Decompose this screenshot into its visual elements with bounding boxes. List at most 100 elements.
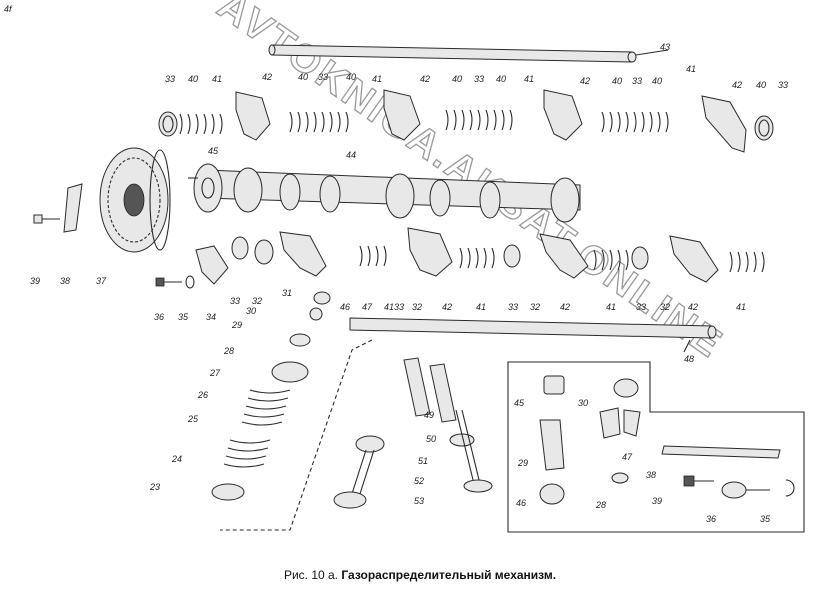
callout-valve_group-0: 49 xyxy=(424,410,434,420)
callout-middle_row-20: 41 xyxy=(0,0,10,2)
callout-middle_row-7: 42 xyxy=(442,302,452,312)
callout-inset-5: 28 xyxy=(595,500,606,510)
callout-middle_row-13: 33 xyxy=(636,302,646,312)
callout-top_row-14: 40 xyxy=(612,76,622,86)
label-39: 39 xyxy=(30,276,40,286)
dashed-bracket xyxy=(220,339,373,531)
callout-middle_row-16: 41 xyxy=(736,302,746,312)
callout-middle_row-11: 42 xyxy=(560,302,570,312)
callout-left_stack-1: 30 xyxy=(246,306,256,316)
inset-frame xyxy=(507,361,805,533)
callout-left_stack-2: 29 xyxy=(231,320,242,330)
callout-middle_row-12: 41 xyxy=(606,302,616,312)
label-44: 44 xyxy=(346,150,356,160)
callout-middle_row-10: 32 xyxy=(530,302,540,312)
callout-left_stack-4: 27 xyxy=(209,368,221,378)
label-48-shaft: 48 xyxy=(684,354,694,364)
callout-left_stack-0: 31 xyxy=(282,288,292,298)
callout-inset-2: 47 xyxy=(622,452,633,462)
callout-valve_group-1: 50 xyxy=(426,434,436,444)
bolt-36 xyxy=(155,277,182,287)
callout-top_row-3: 42 xyxy=(262,72,272,82)
callout-top_row-12: 41 xyxy=(524,74,534,84)
callout-left_stack-6: 25 xyxy=(187,414,199,424)
callout-middle_row-3: 47 xyxy=(362,302,373,312)
callout-top_row-1: 40 xyxy=(188,74,198,84)
stopper-34 xyxy=(195,245,229,285)
callout-inset-3: 29 xyxy=(517,458,528,468)
callout-middle_row-17: 33 xyxy=(0,0,10,2)
left-stack-callouts: 31 30 29 28 27 26 25 24 23 xyxy=(149,288,292,492)
callout-top_row-15: 33 xyxy=(632,76,642,86)
callout-middle_row-6: 32 xyxy=(412,302,422,312)
callout-middle_row-8: 41 xyxy=(476,302,486,312)
middle-rocker-assembly xyxy=(231,227,765,283)
callout-top_row-11: 40 xyxy=(496,74,506,84)
callout-middle_row-1: 33 xyxy=(230,296,240,306)
label-43: 43 xyxy=(660,42,670,52)
callout-valve_group-2: 51 xyxy=(418,456,428,466)
callout-left_stack-7: 24 xyxy=(171,454,182,464)
callout-top_row-18: 42 xyxy=(732,80,742,90)
callout-valve_group-4: 53 xyxy=(414,496,424,506)
callout-valve_group-3: 52 xyxy=(414,476,424,486)
inset-parts xyxy=(539,375,795,505)
inset-callouts: 45 30 47 29 46 28 38 39 36 35 xyxy=(514,398,771,524)
rocker-shaft-lower xyxy=(349,317,717,353)
callout-top_row-10: 33 xyxy=(474,74,484,84)
callout-inset-9: 35 xyxy=(760,514,771,524)
figure-caption: Рис. 10 а. Газораспределительный механиз… xyxy=(0,568,840,582)
callout-middle_row-2: 46 xyxy=(340,302,350,312)
upper-rocker-assembly xyxy=(158,89,774,153)
top-row-callouts: 33 40 41 42 40 33 40 41 42 40 33 40 41 42 40 33 40 41 42 40… xyxy=(165,64,788,90)
callout-top_row-5: 33 xyxy=(318,72,328,82)
callout-top_row-6: 40 xyxy=(346,72,356,82)
label-36: 36 xyxy=(154,312,164,322)
callout-left_stack-5: 26 xyxy=(197,390,208,400)
bolt xyxy=(33,214,60,224)
valves-and-guides xyxy=(333,357,493,509)
valve-group-callouts: 49 50 51 52 53 xyxy=(414,410,436,506)
rocker-shaft-top xyxy=(268,44,669,63)
callout-middle_row-19: 42 xyxy=(0,0,10,2)
label-35: 35 xyxy=(178,312,189,322)
timing-gear xyxy=(99,147,171,253)
callout-top_row-19: 40 xyxy=(756,80,766,90)
callout-inset-7: 39 xyxy=(652,496,662,506)
callout-middle_row-15: 42 xyxy=(688,302,698,312)
callout-middle_row-14: 32 xyxy=(660,302,670,312)
callout-middle_row-9: 33 xyxy=(508,302,518,312)
callout-inset-0: 45 xyxy=(514,398,525,408)
label-38: 38 xyxy=(60,276,70,286)
label-45: 45 xyxy=(208,146,219,156)
thrust-flange xyxy=(63,183,83,233)
callout-inset-1: 30 xyxy=(578,398,588,408)
callout-left_stack-3: 28 xyxy=(223,346,234,356)
callout-inset-4: 46 xyxy=(516,498,526,508)
callout-middle_row-5: 33 xyxy=(394,302,404,312)
callout-top_row-0: 33 xyxy=(165,74,175,84)
callout-top_row-2: 41 xyxy=(212,74,222,84)
callout-top_row-17: 41 xyxy=(686,64,696,74)
callout-top_row-7: 41 xyxy=(372,74,382,84)
camshaft xyxy=(188,163,581,223)
callout-middle_row-0: 32 xyxy=(252,296,262,306)
valve-spring-stack xyxy=(211,291,331,501)
corner-mark: 4f xyxy=(4,4,13,14)
callout-top_row-4: 40 xyxy=(298,72,308,82)
label-34: 34 xyxy=(206,312,216,322)
callout-top_row-16: 40 xyxy=(652,76,662,86)
callout-top_row-9: 40 xyxy=(452,74,462,84)
middle-row-callouts: 3233464741333242413332424133324241333242… xyxy=(0,0,746,312)
callout-top_row-13: 42 xyxy=(580,76,590,86)
label-37: 37 xyxy=(96,276,107,286)
callout-top_row-8: 42 xyxy=(420,74,430,84)
washer-35 xyxy=(185,275,195,289)
callout-middle_row-18: 32 xyxy=(0,0,10,2)
callout-middle_row-4: 41 xyxy=(384,302,394,312)
callout-left_stack-8: 23 xyxy=(149,482,160,492)
callout-inset-8: 36 xyxy=(706,514,716,524)
caption-title: Газораспределительный механизм. xyxy=(341,568,557,582)
callout-inset-6: 38 xyxy=(646,470,656,480)
